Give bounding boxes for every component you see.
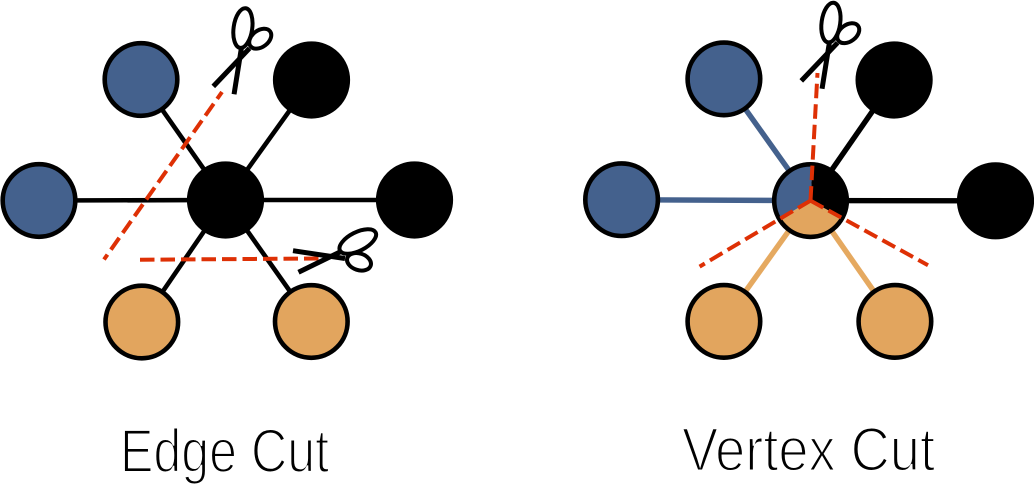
svg-text:Edge Cut: Edge Cut (120, 417, 329, 485)
svg-text:Vertex Cut: Vertex Cut (682, 415, 935, 483)
